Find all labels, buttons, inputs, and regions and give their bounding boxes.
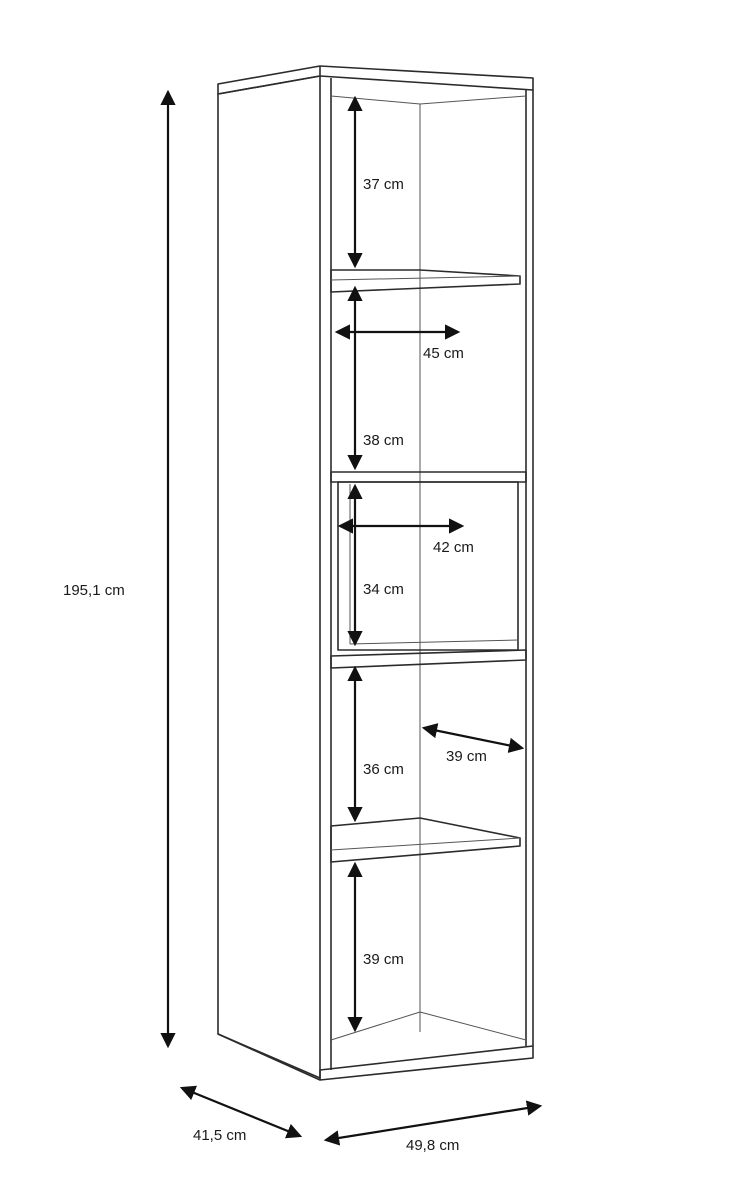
dimension-labels: 195,1 cm 41,5 cm 49,8 cm 37 cm 38 cm 34 … [63,176,487,1154]
width-label: 49,8 cm [406,1137,459,1154]
inner-depth-arrow [421,723,525,753]
inner-depth-label: 39 cm [446,748,487,765]
depth-label: 41,5 cm [193,1127,246,1144]
compartment-3-label: 34 cm [363,581,404,598]
inner-width-drawer-label: 42 cm [433,539,474,556]
compartment-1-label: 37 cm [363,176,404,193]
compartment-5-label: 39 cm [363,951,404,968]
total-height-label: 195,1 cm [63,582,125,599]
dimension-arrows [160,89,543,1146]
cabinet-outline [217,65,534,1081]
width-arrow [323,1100,543,1146]
shelves [330,269,527,1041]
inner-width-upper-label: 45 cm [423,345,464,362]
depth-arrow [179,1085,303,1139]
compartment-2-label: 38 cm [363,432,404,449]
compartment-4-label: 36 cm [363,761,404,778]
